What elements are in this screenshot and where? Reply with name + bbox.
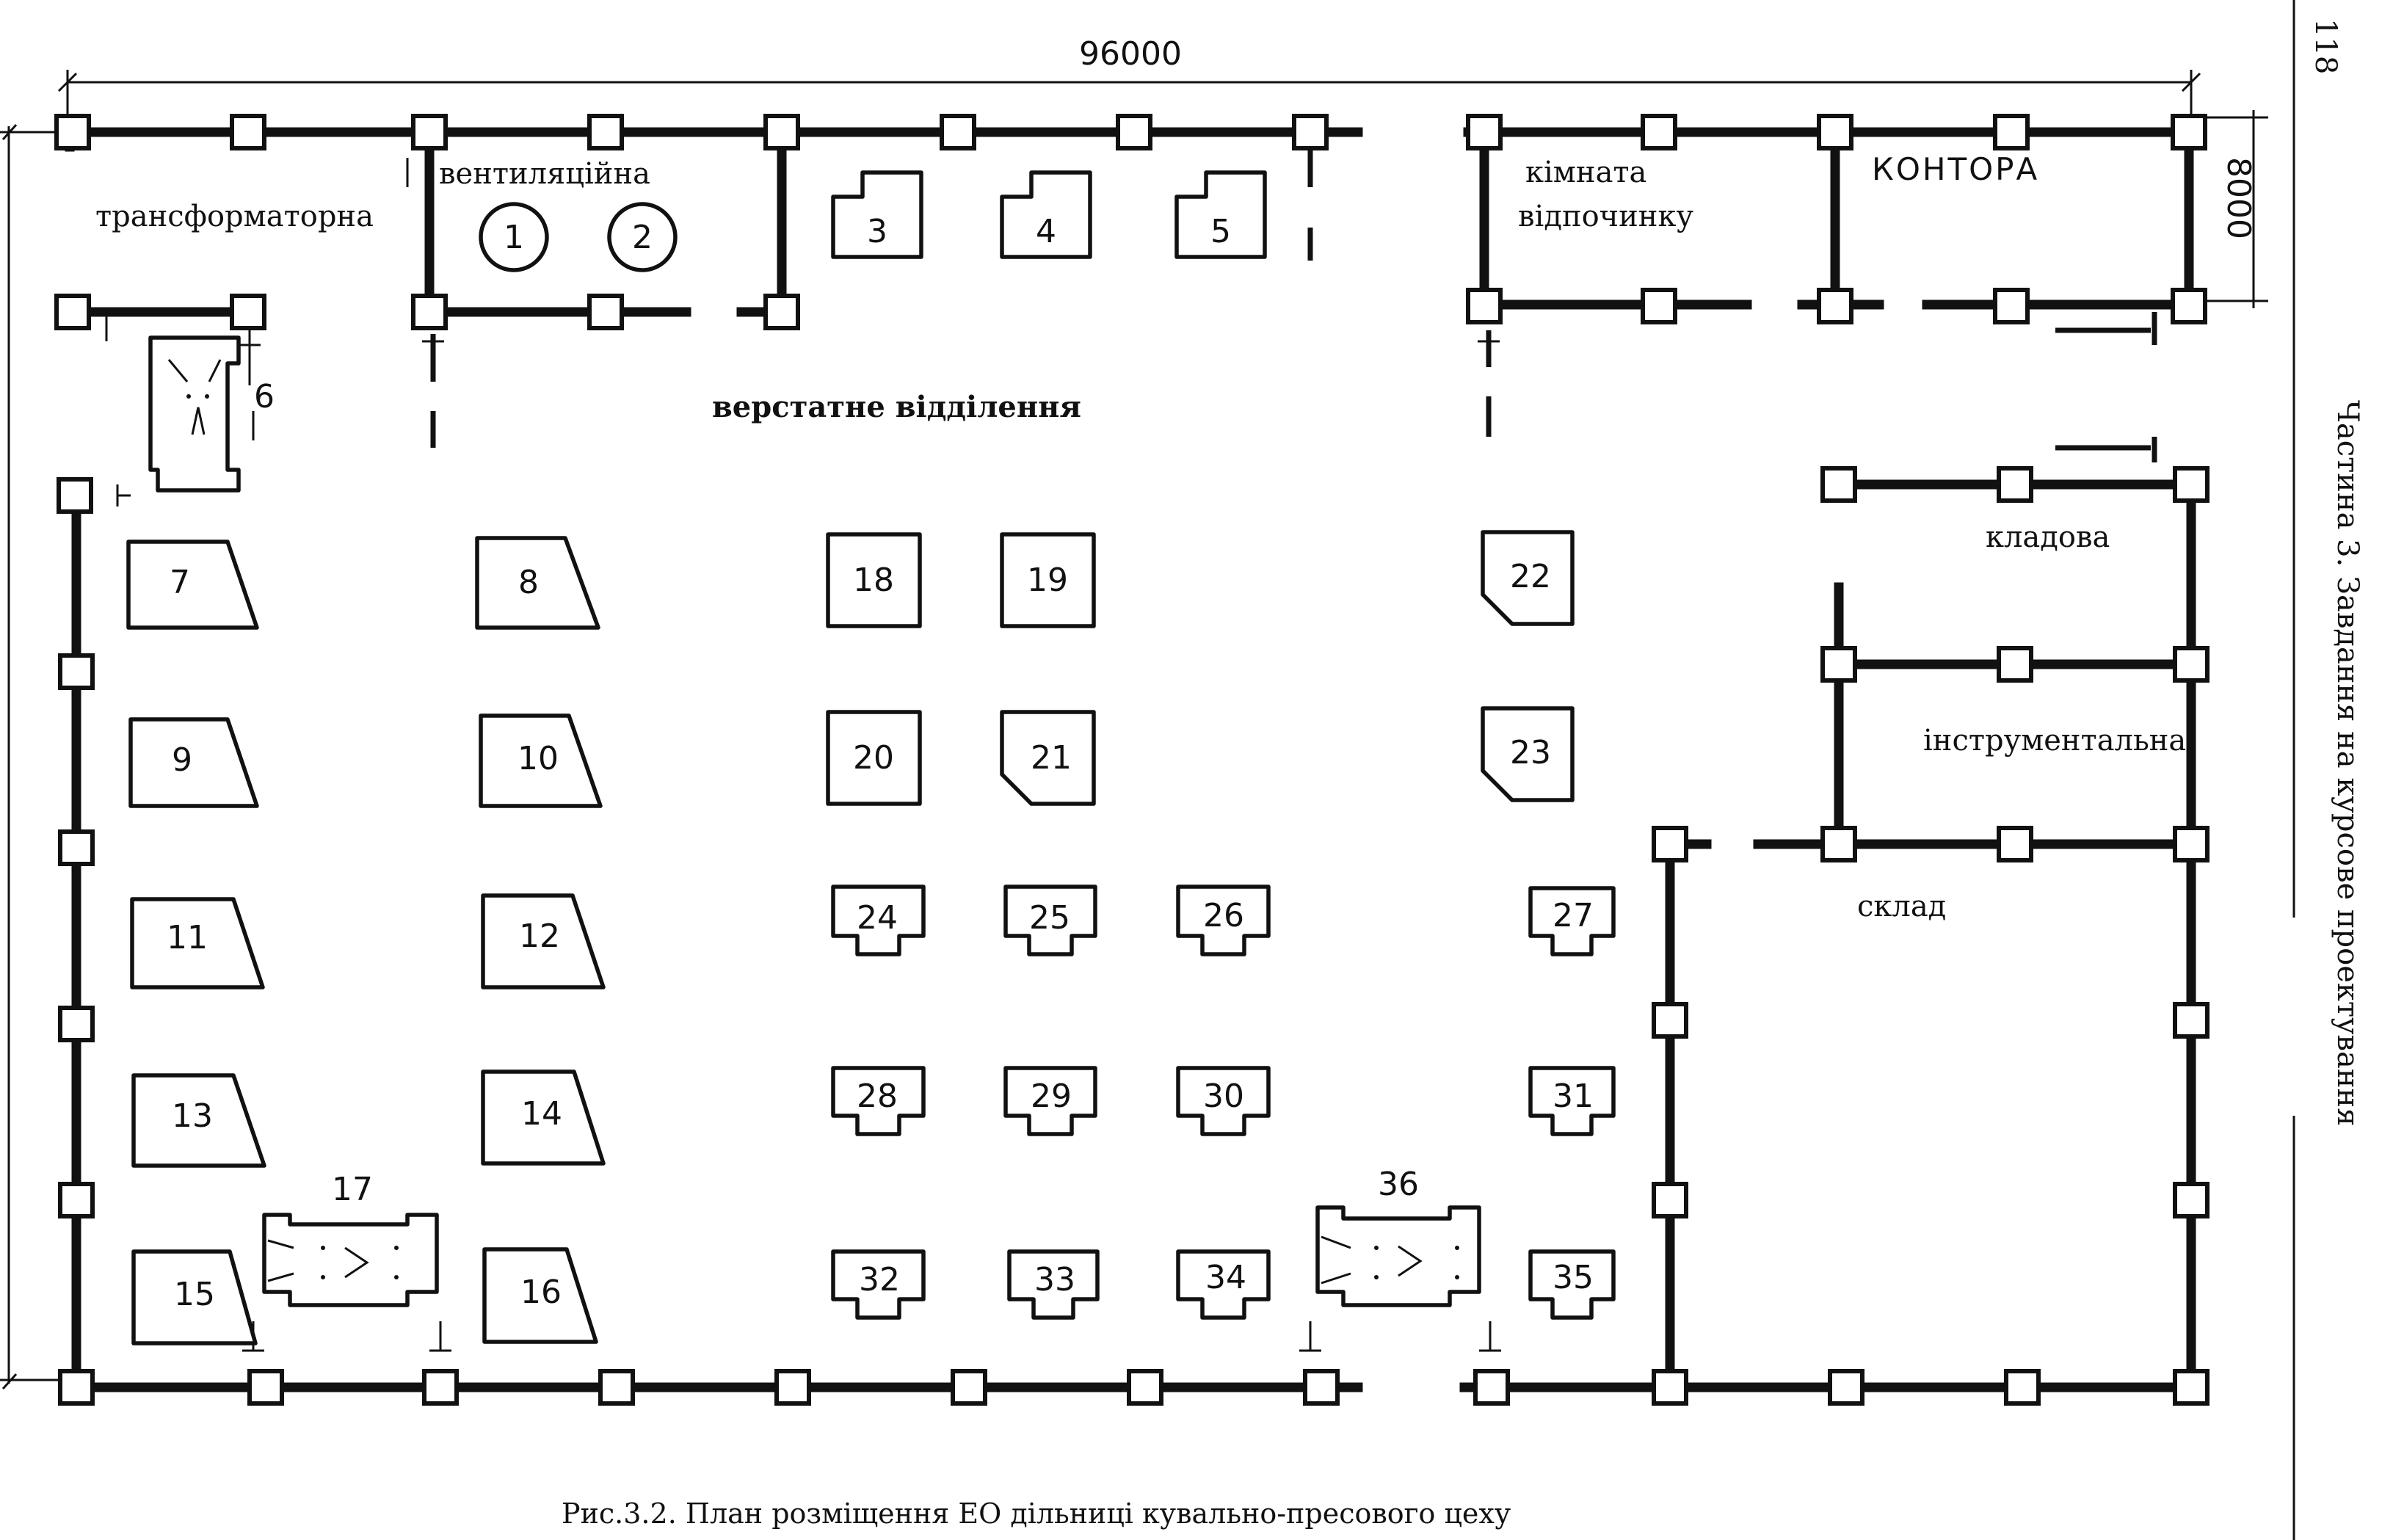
- equipment-23: 23: [1481, 706, 1575, 802]
- bay-width-dimension: 8000: [2220, 157, 2257, 239]
- figure-caption: Рис.3.2. План розміщення ЕО дільниці кув…: [562, 1497, 1511, 1530]
- svg-text:35: 35: [1553, 1259, 1594, 1296]
- svg-text:28: 28: [857, 1078, 898, 1115]
- svg-text:27: 27: [1553, 897, 1594, 934]
- equipment-18: 18: [826, 532, 922, 628]
- equipment-16: 16: [482, 1247, 598, 1344]
- equipment-32: 32: [831, 1249, 926, 1320]
- room-tool-room: інструментальна: [1923, 724, 2186, 758]
- svg-text:13: 13: [172, 1097, 213, 1135]
- equipment-19: 19: [1000, 532, 1096, 628]
- equipment-20: 20: [826, 710, 922, 806]
- equipment-28: 28: [831, 1066, 926, 1136]
- room-warehouse: склад: [1857, 890, 1946, 923]
- equipment-fan-2: 2: [607, 202, 678, 272]
- svg-text:23: 23: [1510, 734, 1551, 771]
- equipment: 1 2 3 4 5 6 7: [126, 170, 1616, 1345]
- equipment-14: 14: [481, 1069, 606, 1166]
- room-storeroom: кладова: [1986, 520, 2110, 554]
- room-rest-line2: відпочинку: [1518, 200, 1693, 233]
- equipment-15: 15: [131, 1249, 258, 1345]
- svg-text:8: 8: [518, 564, 539, 601]
- svg-text:9: 9: [172, 741, 192, 779]
- equipment-3: 3: [831, 170, 923, 259]
- equipment-24: 24: [831, 885, 926, 956]
- equipment-30: 30: [1176, 1066, 1271, 1136]
- svg-text:30: 30: [1203, 1078, 1244, 1115]
- columns: [54, 114, 2209, 1406]
- svg-text:7: 7: [170, 564, 190, 601]
- svg-text:25: 25: [1029, 899, 1070, 937]
- equipment-22: 22: [1481, 530, 1575, 626]
- svg-text:1: 1: [504, 219, 524, 256]
- equipment-33: 33: [1007, 1249, 1100, 1320]
- svg-text:32: 32: [859, 1261, 900, 1299]
- svg-text:22: 22: [1510, 558, 1551, 595]
- svg-text:17: 17: [332, 1171, 373, 1208]
- equipment-35: 35: [1528, 1249, 1616, 1320]
- equipment-21: 21: [1000, 710, 1096, 806]
- svg-text:4: 4: [1036, 213, 1056, 250]
- svg-text:16: 16: [520, 1274, 562, 1311]
- equipment-34: 34: [1176, 1249, 1271, 1320]
- svg-text:2: 2: [632, 219, 653, 256]
- equipment-31: 31: [1528, 1066, 1616, 1136]
- svg-text:20: 20: [853, 739, 894, 777]
- equipment-13: 13: [131, 1073, 266, 1168]
- equipment-6: 6: [148, 335, 275, 493]
- svg-text:26: 26: [1203, 897, 1244, 934]
- equipment-29: 29: [1003, 1066, 1097, 1136]
- equipment-5: 5: [1174, 170, 1267, 259]
- door-markers: [105, 145, 2157, 1352]
- svg-text:33: 33: [1034, 1261, 1075, 1299]
- equipment-11: 11: [130, 897, 265, 989]
- equipment-4: 4: [1000, 170, 1092, 259]
- room-rest-line1: кімната: [1525, 156, 1646, 189]
- svg-text:29: 29: [1031, 1078, 1072, 1115]
- equipment-36: 36: [1315, 1166, 1481, 1307]
- dimension-lines: 96000 8000: [0, 35, 2268, 1390]
- svg-text:11: 11: [167, 919, 208, 956]
- svg-text:24: 24: [857, 899, 898, 937]
- svg-text:14: 14: [521, 1095, 562, 1133]
- side-header: Частина 3. Завдання на курсове проектува…: [2331, 400, 2364, 1126]
- equipment-25: 25: [1003, 885, 1097, 956]
- equipment-9: 9: [128, 717, 259, 808]
- room-office: КОНТОРА: [1872, 151, 2039, 187]
- room-ventilation: вентиляційна: [439, 157, 650, 191]
- equipment-8: 8: [475, 536, 600, 630]
- equipment-fan-1: 1: [479, 202, 549, 272]
- room-machine-shop: верстатне відділення: [712, 390, 1081, 424]
- svg-text:19: 19: [1027, 562, 1068, 599]
- room-transformer: трансформаторна: [95, 200, 374, 233]
- svg-text:18: 18: [853, 562, 894, 599]
- svg-text:31: 31: [1553, 1078, 1594, 1115]
- svg-text:5: 5: [1210, 213, 1231, 250]
- equipment-10: 10: [479, 713, 603, 808]
- room-labels: трансформаторна вентиляційна кімната від…: [95, 151, 2186, 923]
- equipment-12: 12: [481, 893, 606, 989]
- walls: [65, 127, 2204, 1392]
- svg-text:12: 12: [519, 918, 560, 955]
- equipment-7: 7: [126, 540, 259, 630]
- svg-text:36: 36: [1378, 1166, 1419, 1203]
- page-number: 118: [2309, 18, 2342, 74]
- equipment-17: 17: [262, 1171, 439, 1307]
- svg-text:3: 3: [867, 213, 887, 250]
- svg-text:34: 34: [1205, 1259, 1246, 1296]
- equipment-26: 26: [1176, 885, 1271, 956]
- equipment-27: 27: [1528, 886, 1616, 956]
- svg-text:21: 21: [1031, 739, 1072, 777]
- svg-text:15: 15: [174, 1276, 215, 1313]
- svg-text:6: 6: [254, 378, 275, 415]
- svg-text:10: 10: [518, 740, 559, 777]
- overall-length-dimension: 96000: [1079, 35, 1182, 73]
